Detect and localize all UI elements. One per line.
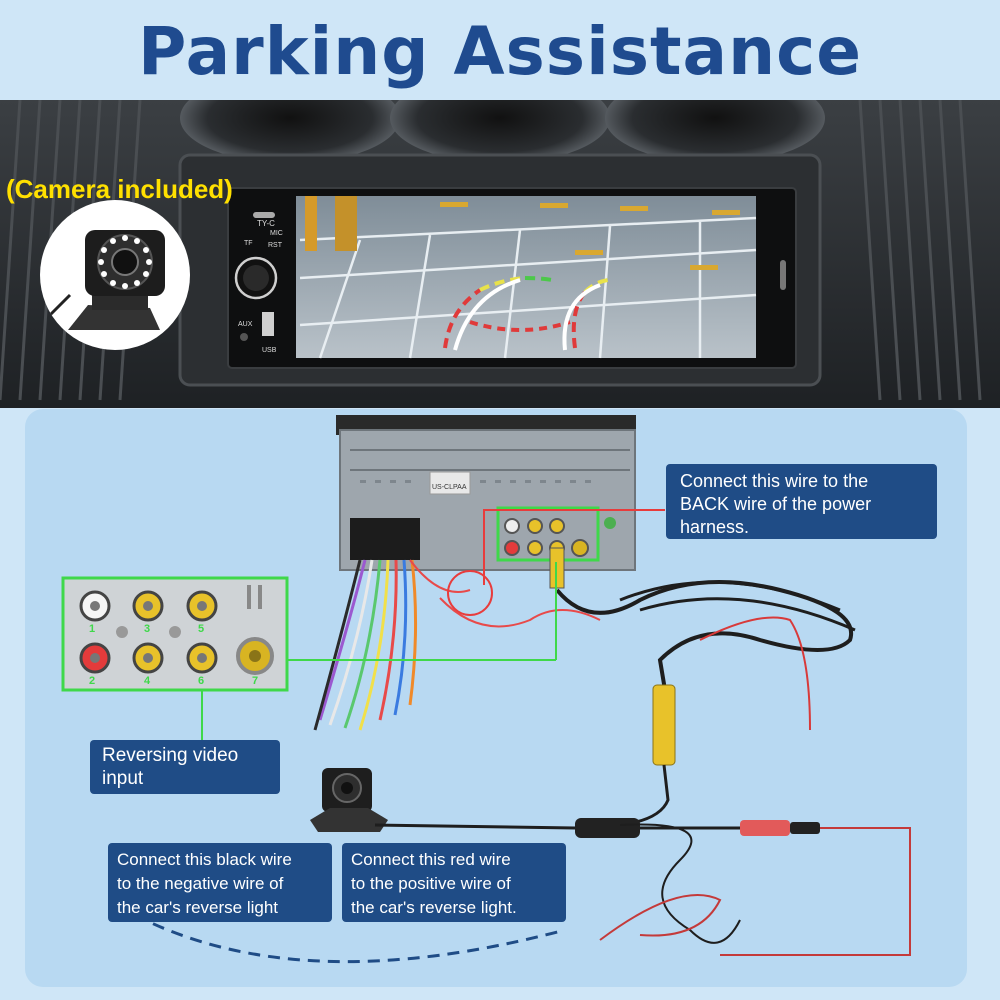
head-unit-chassis [336,415,636,571]
jack-number-5: 5 [198,623,205,635]
jack-number-1: 1 [89,623,96,635]
dashboard-photo: TY-C MIC TF RST AUX USB (Camera included… [0,100,1000,408]
jack-number-2: 2 [89,675,96,687]
rca-closeup [61,576,289,692]
title-bar: Parking Assistance [0,0,1000,102]
camera-photo [40,200,190,350]
callout-black-wire-line-2: to the negative wire of [117,874,284,893]
callout-red-wire-line-1: Connect this red wire [351,850,511,869]
callout-black-wire-line-3: the car's reverse light [117,898,279,917]
jack-number-3: 3 [144,623,151,635]
label-tf: TF [244,240,253,247]
wire-harness [313,559,471,731]
camera-included-label: (Camera included) [6,174,233,204]
callout-red-wire-line-3: the car's reverse light. [351,898,517,917]
callout-back-wire-line-3: harness. [680,517,750,537]
green-connector-lines [201,562,557,742]
callout-black-wire: Connect this black wire to the negative … [108,843,332,922]
label-aux: AUX [238,321,253,328]
callout-reversing-video: Reversing video input [90,740,280,794]
callout-reversing-video-line-1: Reversing video [102,745,239,766]
unit-model-label: US-CLPAA [432,484,467,491]
dash-right-ribs [858,100,982,401]
air-vent-right [605,100,825,163]
dashboard-illustration [0,100,1000,408]
callout-red-wire-line-2: to the positive wire of [351,874,511,893]
callout-back-wire: Connect this wire to the BACK wire of th… [666,464,937,539]
jack-number-4: 4 [144,675,151,687]
jack-number-7: 7 [252,675,259,687]
label-rst: RST [268,242,282,249]
air-vent-center [390,100,610,163]
camera-icon [48,230,165,330]
callout-back-wire-line-2: BACK wire of the power [680,494,872,514]
callout-red-wire: Connect this red wire to the positive wi… [342,843,566,922]
lower-camera-icon [310,768,388,832]
air-vent-left [180,100,400,163]
label-usb: USB [262,347,277,354]
label-mic: MIC [270,230,283,237]
callout-back-wire-line-1: Connect this wire to the [680,471,869,491]
jack-number-6: 6 [198,675,205,687]
video-cable [549,547,856,827]
label-typec: TY-C [257,219,275,228]
callout-reversing-video-line-2: input [102,768,144,789]
page-title: Parking Assistance [138,12,862,90]
callout-black-wire-line-1: Connect this black wire [117,850,292,869]
